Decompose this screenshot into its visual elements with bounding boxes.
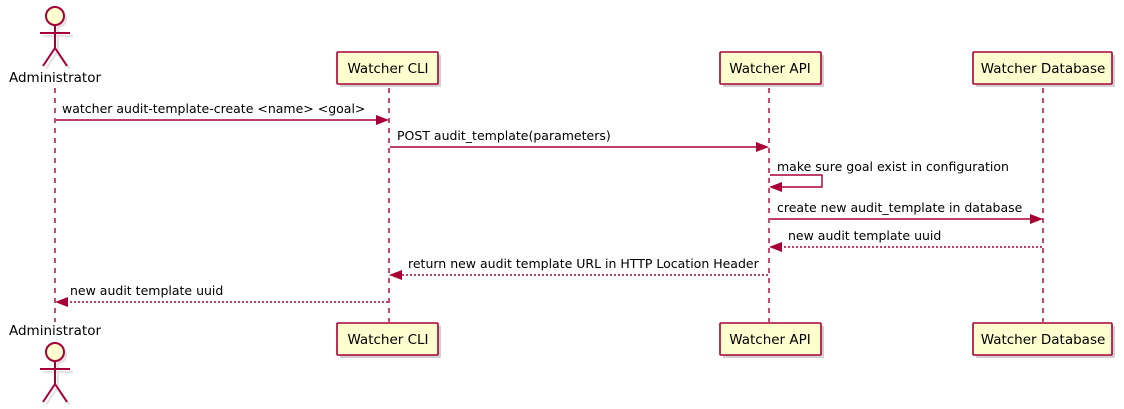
- participant-label-watcher-cli-bottom: Watcher CLI: [347, 332, 428, 348]
- participant-label-watcher-cli-top: Watcher CLI: [347, 61, 428, 77]
- participant-watcher-cli-bottom[interactable]: Watcher CLI: [336, 322, 441, 358]
- participant-watcher-cli-top[interactable]: Watcher CLI: [336, 51, 441, 87]
- message-5-new-audit-template-uuid[interactable]: new audit template uuid: [769, 228, 1042, 252]
- actor-administrator-top[interactable]: Administrator: [9, 6, 101, 86]
- participant-box: [972, 51, 1113, 85]
- message-label-6: return new audit template URL in HTTP Lo…: [408, 256, 760, 271]
- participant-label-watcher-database-top: Watcher Database: [981, 61, 1106, 77]
- message-1-watcher-audit-template-create[interactable]: watcher audit-template-create <name> <go…: [56, 101, 389, 125]
- participant-box: [336, 322, 439, 356]
- participant-box: [336, 51, 439, 85]
- actor-head-icon: [45, 342, 65, 362]
- arrow-head-left-icon: [769, 242, 782, 252]
- message-2-post-audit-template[interactable]: POST audit_template(parameters): [390, 128, 769, 152]
- message-label-4: create new audit_template in database: [777, 200, 1023, 215]
- actor-body-icon: [40, 361, 70, 403]
- actor-label-administrator-top: Administrator: [9, 70, 101, 86]
- participant-box: [972, 322, 1113, 356]
- lifelines-group: [54, 88, 1044, 322]
- arrow-head-left-icon: [55, 297, 68, 307]
- arrow-head-left-icon: [769, 182, 782, 192]
- actor-head-icon: [45, 6, 65, 26]
- arrow-head-right-icon: [376, 115, 389, 125]
- arrow-head-left-icon: [389, 270, 402, 280]
- message-6-return-audit-template-url[interactable]: return new audit template URL in HTTP Lo…: [389, 256, 768, 280]
- actor-body-icon: [40, 25, 70, 67]
- message-label-5: new audit template uuid: [788, 228, 941, 243]
- message-3-make-sure-goal-exist[interactable]: make sure goal exist in configuration: [769, 159, 1009, 192]
- participant-label-watcher-api-bottom: Watcher API: [729, 332, 811, 348]
- self-message-arrow-line: [770, 174, 823, 188]
- message-7-new-audit-template-uuid[interactable]: new audit template uuid: [55, 283, 388, 307]
- participant-label-watcher-database-bottom: Watcher Database: [981, 332, 1106, 348]
- message-label-7: new audit template uuid: [70, 283, 223, 298]
- participant-watcher-api-top[interactable]: Watcher API: [719, 51, 824, 87]
- message-4-create-new-audit-template[interactable]: create new audit_template in database: [770, 200, 1043, 224]
- participant-watcher-database-bottom[interactable]: Watcher Database: [972, 322, 1115, 358]
- actor-administrator-bottom[interactable]: Administrator: [9, 323, 101, 406]
- participant-box: [719, 322, 822, 356]
- message-label-3: make sure goal exist in configuration: [777, 159, 1009, 174]
- participant-box: [719, 51, 822, 85]
- actor-label-administrator-bottom: Administrator: [9, 323, 101, 339]
- participant-label-watcher-api-top: Watcher API: [729, 61, 811, 77]
- message-label-1: watcher audit-template-create <name> <go…: [62, 101, 365, 116]
- arrow-head-right-icon: [756, 142, 769, 152]
- participant-watcher-database-top[interactable]: Watcher Database: [972, 51, 1115, 87]
- participant-watcher-api-bottom[interactable]: Watcher API: [719, 322, 824, 358]
- message-label-2: POST audit_template(parameters): [397, 128, 611, 143]
- arrow-head-right-icon: [1030, 214, 1043, 224]
